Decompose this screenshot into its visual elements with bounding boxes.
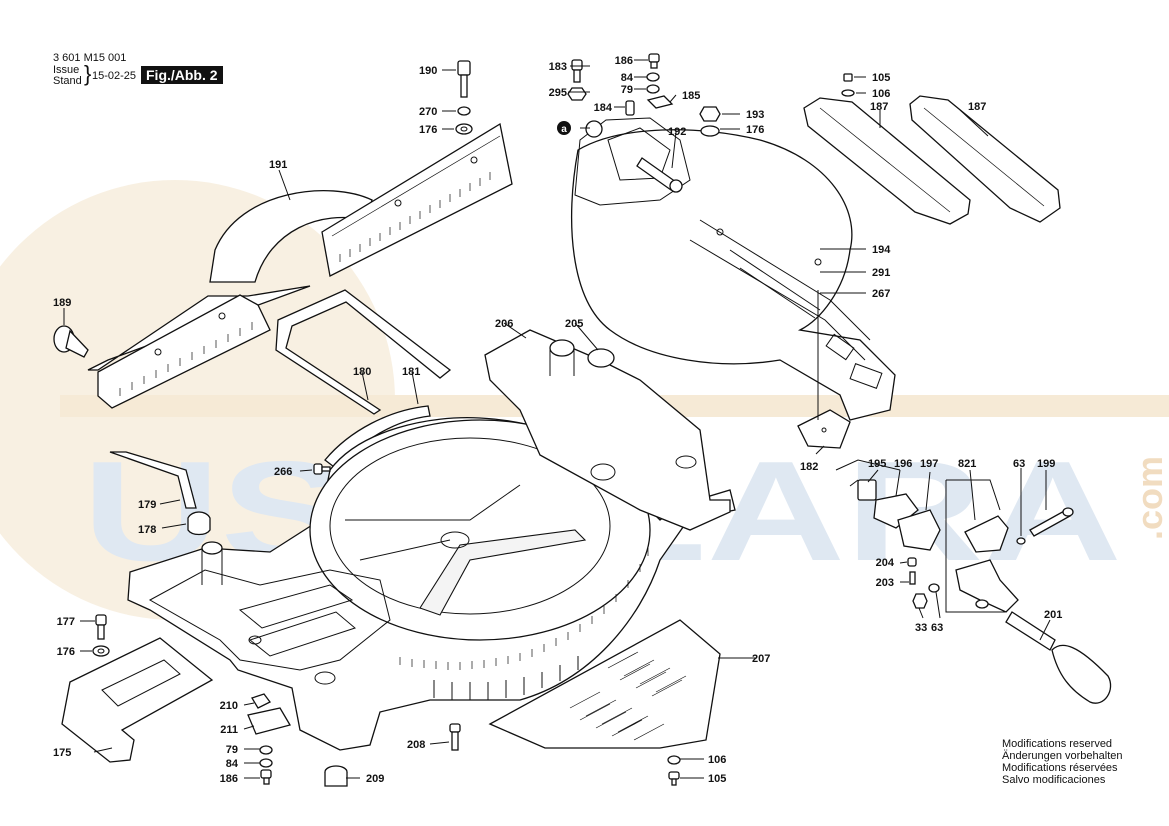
part-label: 295 xyxy=(549,87,567,99)
part-label: 182 xyxy=(800,461,818,473)
part-label: 79 xyxy=(226,744,238,756)
part-label: 211 xyxy=(220,724,238,736)
part-label: 63 xyxy=(1013,458,1025,470)
part-label: 267 xyxy=(872,288,890,300)
part-label: 208 xyxy=(407,739,425,751)
modifications-note: Modifications reserved Änderungen vorbeh… xyxy=(1002,738,1122,786)
fasteners-204-203-33 xyxy=(907,557,928,609)
part-label: 176 xyxy=(57,646,75,658)
leader-lines xyxy=(63,59,1051,779)
part-label: 181 xyxy=(402,366,420,378)
housing-194 xyxy=(570,117,896,421)
part-label: 194 xyxy=(872,244,891,256)
part-label: 209 xyxy=(366,773,384,785)
tab-182 xyxy=(797,409,851,449)
callout-a: a xyxy=(557,121,571,135)
issue-label: Issue xyxy=(53,64,80,76)
part-label: 205 xyxy=(565,318,583,330)
part-label: 203 xyxy=(876,577,894,589)
part-label: 178 xyxy=(138,524,156,536)
part-label: 176 xyxy=(419,124,437,136)
part-label: 187 xyxy=(968,101,986,113)
part-label: 179 xyxy=(138,499,156,511)
part-label: 185 xyxy=(682,90,700,102)
extension-175 xyxy=(61,637,214,763)
part-label: 210 xyxy=(220,700,238,712)
part-label: 33 xyxy=(915,622,927,634)
part-label: 821 xyxy=(958,458,976,470)
part-label: 175 xyxy=(53,747,71,759)
screw-208 xyxy=(449,723,461,751)
modifications-line-de: Änderungen vorbehalten xyxy=(1002,750,1123,762)
clip-210-211 xyxy=(247,693,291,785)
part-label: 189 xyxy=(53,297,71,309)
guard-180 xyxy=(275,289,452,415)
stand-label: Stand xyxy=(53,75,82,87)
modifications-line-fr: Modifications réservées xyxy=(1002,762,1118,774)
clamp-assembly xyxy=(835,459,1009,613)
plate-207 xyxy=(488,619,721,749)
part-label: 204 xyxy=(876,557,895,569)
watermark-suffix: .com xyxy=(1129,456,1169,540)
fence-191 xyxy=(87,122,513,409)
part-label: 197 xyxy=(920,458,938,470)
part-label: 79 xyxy=(621,84,633,96)
part-label: 195 xyxy=(868,458,886,470)
part-label: 192 xyxy=(668,126,686,138)
part-label: 105 xyxy=(872,72,890,84)
part-labels: 190 270 176 191 189 183 295 186 84 79 18… xyxy=(53,55,1062,785)
part-label: 186 xyxy=(615,55,633,67)
knob-189 xyxy=(53,325,89,358)
part-label: 84 xyxy=(621,72,634,84)
modifications-line-en: Modifications reserved xyxy=(1002,738,1113,750)
screw-177 xyxy=(92,614,110,657)
part-label: 201 xyxy=(1044,609,1062,621)
part-label: 180 xyxy=(353,366,371,378)
part-label: 176 xyxy=(746,124,764,136)
part-label: 270 xyxy=(419,106,437,118)
part-label: 190 xyxy=(419,65,437,77)
part-label: 84 xyxy=(226,758,239,770)
issue-date: 15-02-25 xyxy=(92,70,137,82)
part-label: 266 xyxy=(274,466,292,478)
callout-a-label: a xyxy=(561,124,567,135)
part-label: 199 xyxy=(1037,458,1055,470)
part-label: 63 xyxy=(931,622,943,634)
part-label: 207 xyxy=(752,653,770,665)
rails-187 xyxy=(803,73,1061,225)
part-label: 106 xyxy=(872,88,890,100)
screw-199 xyxy=(1016,507,1074,545)
issue-brace: } xyxy=(84,61,92,86)
part-label: 291 xyxy=(872,267,890,279)
part-label: 191 xyxy=(269,159,287,171)
part-label: 177 xyxy=(57,616,75,628)
part-label: 186 xyxy=(220,773,238,785)
document-number: 3 601 M15 001 xyxy=(53,52,127,64)
small-fasteners-top xyxy=(567,53,721,138)
part-label: 196 xyxy=(894,458,912,470)
part-label: 193 xyxy=(746,109,764,121)
screw-105-bottom xyxy=(667,755,681,786)
screw-266 xyxy=(313,463,331,475)
wrench-179 xyxy=(109,451,211,536)
bolt-192 xyxy=(636,157,683,193)
base-assembly xyxy=(127,329,736,751)
part-label: 183 xyxy=(549,61,567,73)
modifications-line-es: Salvo modificaciones xyxy=(1002,774,1106,786)
part-label: 106 xyxy=(708,754,726,766)
part-label: 105 xyxy=(708,773,726,785)
part-label: 184 xyxy=(594,102,613,114)
handle-201 xyxy=(928,559,1112,704)
part-label: 206 xyxy=(495,318,513,330)
screw-stack-190 xyxy=(455,60,473,135)
part-label: 187 xyxy=(870,101,888,113)
figure-label: Fig./Abb. 2 xyxy=(141,66,223,84)
foot-209 xyxy=(324,765,348,787)
